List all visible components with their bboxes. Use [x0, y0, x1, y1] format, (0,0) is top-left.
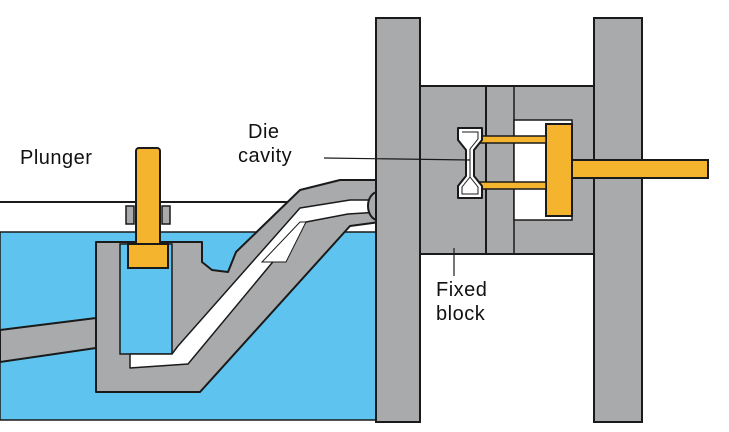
support-bracket — [0, 316, 97, 364]
ejector-rod — [571, 159, 709, 179]
fixed-block-label-line2: block — [436, 303, 486, 325]
ejector-pin-top — [471, 135, 547, 144]
ejector-plate — [545, 123, 573, 217]
die-cavity-leader — [323, 157, 471, 161]
plunger-guide-left — [125, 205, 135, 225]
ejector-pin-bottom — [471, 181, 547, 190]
plunger-head — [127, 243, 169, 269]
plunger-guide-right — [161, 205, 171, 225]
fixed-block — [419, 85, 487, 255]
inlet-opening — [260, 221, 307, 263]
die-cavity-label-line1: Die — [248, 121, 280, 143]
moving-platen — [593, 17, 643, 423]
plunger-label: Plunger — [20, 147, 92, 169]
fixed-platen — [375, 17, 421, 423]
die-cavity-casting — [461, 131, 479, 195]
die-cavity-label-line2: cavity — [238, 145, 292, 167]
fixed-block-label-line1: Fixed — [436, 279, 487, 301]
